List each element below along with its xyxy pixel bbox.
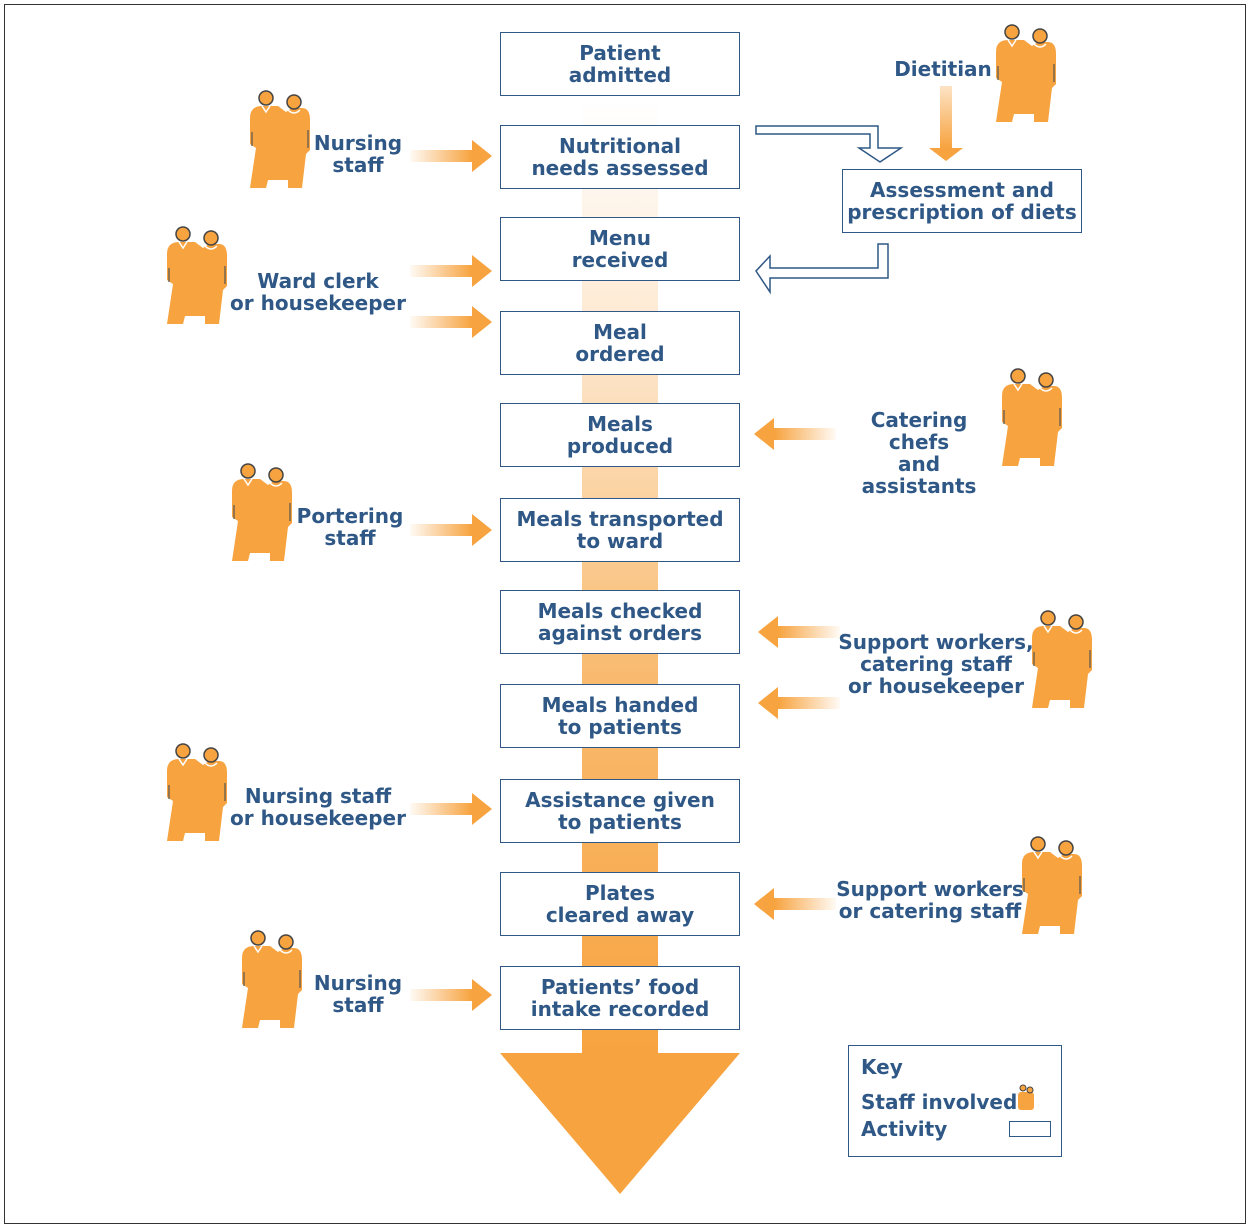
key-staff-involved: Staff involved: [861, 1090, 1018, 1114]
staff-figure-icon: [232, 463, 292, 561]
activity-box: Meals transported to ward: [500, 498, 740, 562]
activity-box: Patient admitted: [500, 32, 740, 96]
label-ward-clerk: Ward clerk or housekeeper: [230, 269, 406, 315]
activity-box: Nutritional needs assessed: [500, 125, 740, 189]
flow-arrowhead: [500, 1053, 740, 1194]
arrow-nursing-1: [410, 140, 492, 172]
staff-figure-icon: [242, 930, 302, 1028]
label-nursing-staff-2: Nursing staff: [313, 971, 403, 1017]
key-activity: Activity: [861, 1117, 948, 1141]
label-dietitian: Dietitian: [894, 57, 992, 81]
assessment-box: Assessment and prescription of diets: [842, 169, 1082, 233]
activity-box: Menu received: [500, 217, 740, 281]
outline-arrow-to-assessment: [755, 125, 904, 163]
arrow-support-1: [758, 616, 840, 648]
staff-figure-icon: [167, 743, 227, 841]
activity-box: Meal ordered: [500, 311, 740, 375]
arrow-support-catering: [754, 888, 836, 920]
key-legend: Key Staff involved Activity: [848, 1045, 1062, 1157]
staff-figure-icon: [1032, 610, 1092, 708]
arrow-ward-clerk-1: [410, 255, 492, 287]
key-activity-swatch: [1009, 1121, 1051, 1137]
arrow-nursing-2: [410, 979, 492, 1011]
arrow-portering: [410, 514, 492, 546]
activity-box: Meals checked against orders: [500, 590, 740, 654]
staff-figure-icon: [1022, 836, 1082, 934]
label-support-workers-catering: Support workers, catering staff or house…: [838, 630, 1034, 698]
activity-box: Patients’ food intake recorded: [500, 966, 740, 1030]
activity-box: Meals produced: [500, 403, 740, 467]
arrow-support-2: [758, 687, 840, 719]
staff-figure-icon: [1002, 368, 1062, 466]
label-nursing-staff-1: Nursing staff: [313, 131, 403, 177]
activity-box: Plates cleared away: [500, 872, 740, 936]
staff-figure-icon: [250, 90, 310, 188]
activity-box: Meals handed to patients: [500, 684, 740, 748]
label-portering: Portering staff: [296, 504, 404, 550]
staff-figure-icon: [996, 24, 1056, 122]
arrow-dietitian: [929, 86, 963, 161]
label-support-or-catering: Support workers or catering staff: [836, 877, 1024, 923]
key-staff-icon: [1018, 1084, 1034, 1110]
arrow-ward-clerk-2: [410, 306, 492, 338]
outline-arrow-to-menu: [755, 243, 889, 295]
label-catering-chefs: Catering chefs and assistants: [861, 408, 977, 498]
activity-box: Assistance given to patients: [500, 779, 740, 843]
arrow-catering-chefs: [754, 418, 836, 450]
arrow-nursing-housekeeper: [410, 793, 492, 825]
key-title: Key: [861, 1055, 903, 1079]
label-nursing-housekeeper: Nursing staff or housekeeper: [230, 784, 406, 830]
staff-figure-icon: [167, 226, 227, 324]
